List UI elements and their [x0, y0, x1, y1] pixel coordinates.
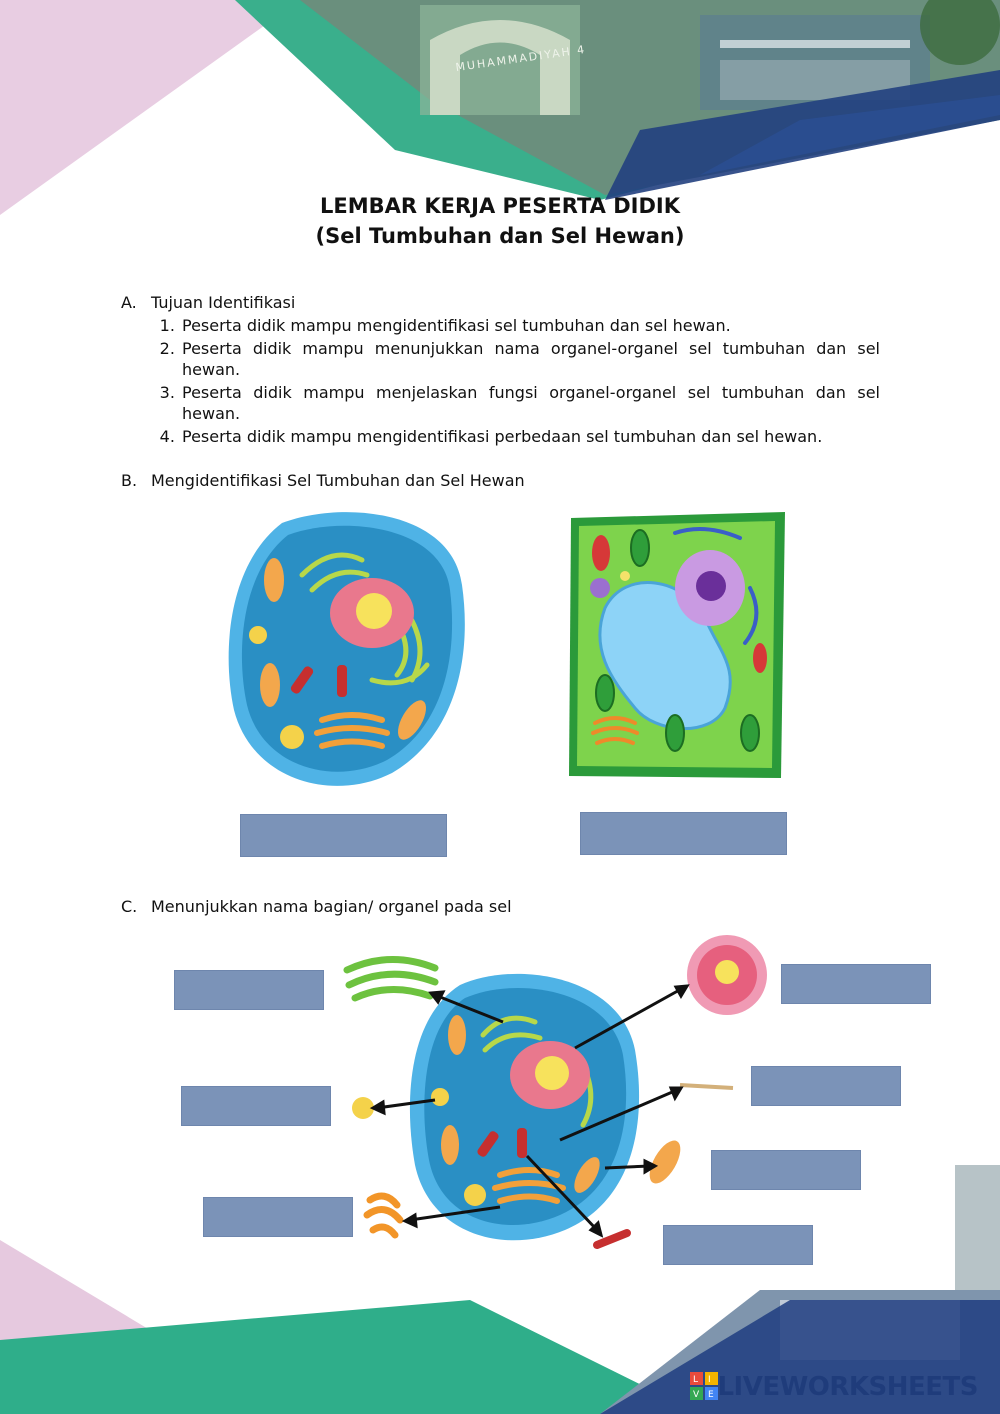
- ribosome-answer-box[interactable]: [663, 1225, 813, 1265]
- objective-item: Peserta didik mampu menunjukkan nama org…: [180, 338, 880, 380]
- section-c-title: Menunjukkan nama bagian/ organel pada se…: [151, 897, 512, 916]
- animal-cell-image: [222, 505, 472, 795]
- golgi-answer-box[interactable]: [174, 970, 324, 1010]
- section-a-heading: A.Tujuan Identifikasi: [121, 292, 295, 314]
- lysosome-answer-box[interactable]: [181, 1086, 331, 1126]
- objective-item: Peserta didik mampu mengidentifikasi per…: [180, 426, 880, 447]
- section-c-heading: C.Menunjukkan nama bagian/ organel pada …: [121, 896, 512, 918]
- section-b-letter: B.: [121, 470, 151, 492]
- liveworksheets-logo-icon: L I V E: [690, 1372, 718, 1400]
- cytoskeleton-answer-box[interactable]: [751, 1066, 901, 1106]
- title-line-1: LEMBAR KERJA PESERTA DIDIK: [0, 191, 1000, 221]
- section-b-title: Mengidentifikasi Sel Tumbuhan dan Sel He…: [151, 471, 525, 490]
- svg-text:V: V: [693, 1390, 700, 1400]
- svg-text:L: L: [693, 1375, 698, 1385]
- section-a-title: Tujuan Identifikasi: [151, 293, 295, 312]
- nucleus-answer-box[interactable]: [781, 964, 931, 1004]
- objective-item: Peserta didik mampu menjelaskan fungsi o…: [180, 382, 880, 424]
- er-answer-box[interactable]: [203, 1197, 353, 1237]
- animal-cell-answer-box[interactable]: [240, 814, 447, 857]
- section-a-letter: A.: [121, 292, 151, 314]
- plant-cell-image: [565, 508, 790, 783]
- section-b-heading: B.Mengidentifikasi Sel Tumbuhan dan Sel …: [121, 470, 525, 492]
- plant-cell-answer-box[interactable]: [580, 812, 787, 855]
- organelle-diagram: [335, 930, 775, 1260]
- objectives-list: Peserta didik mampu mengidentifikasi sel…: [152, 315, 880, 449]
- page-title: LEMBAR KERJA PESERTA DIDIK (Sel Tumbuhan…: [0, 191, 1000, 251]
- objective-item: Peserta didik mampu mengidentifikasi sel…: [180, 315, 880, 336]
- liveworksheets-watermark: LIVEWORKSHEETS: [717, 1372, 978, 1402]
- title-line-2: (Sel Tumbuhan dan Sel Hewan): [0, 221, 1000, 251]
- mitochondria-answer-box[interactable]: [711, 1150, 861, 1190]
- section-c-letter: C.: [121, 896, 151, 918]
- svg-text:E: E: [708, 1390, 714, 1400]
- svg-text:I: I: [708, 1375, 711, 1385]
